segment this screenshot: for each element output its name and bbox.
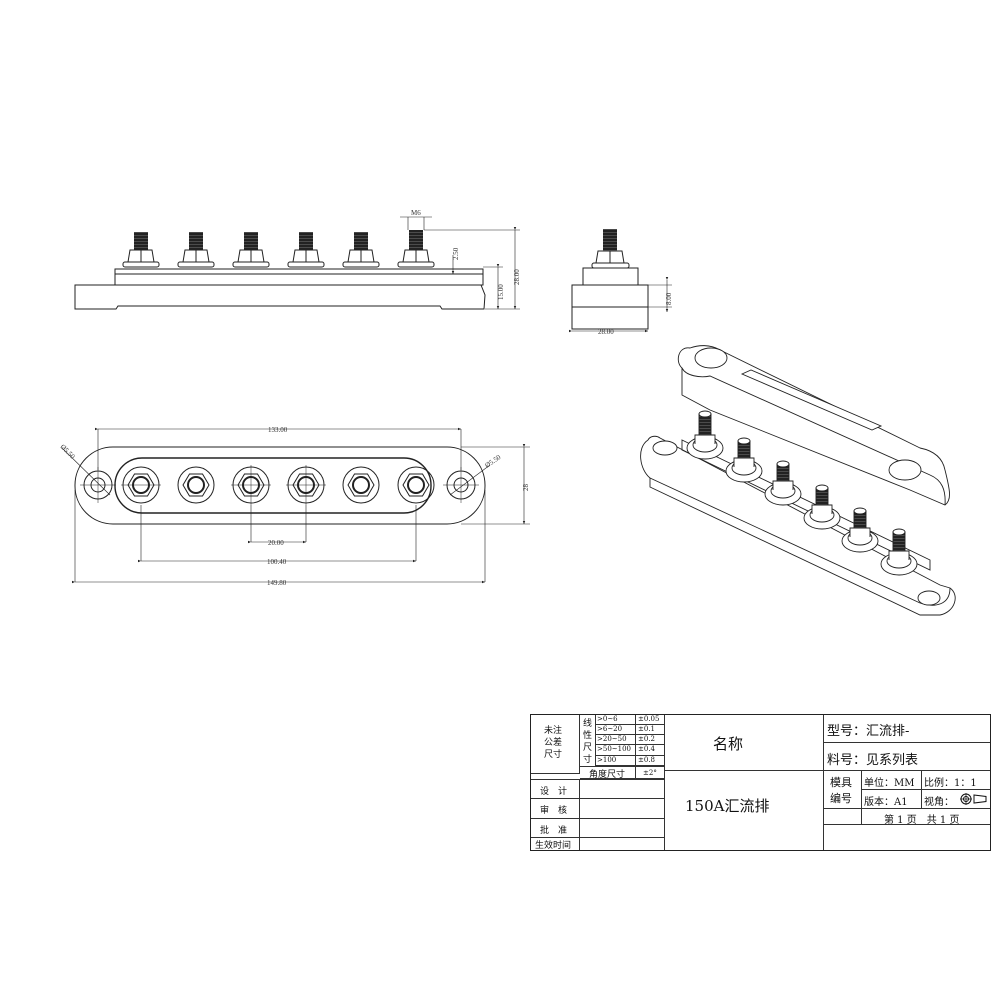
linear-char-1: 线 bbox=[583, 719, 593, 729]
linear-char-4: 寸 bbox=[583, 755, 593, 765]
approval-label: 批 准 bbox=[540, 826, 568, 836]
tol-value-4: ±0.4 bbox=[636, 745, 664, 756]
tol-value-text: ±0.05 bbox=[638, 715, 660, 723]
dim-hole-dia-right: Ø5.50 bbox=[484, 453, 503, 470]
linear-label-cell: 线 性 尺 寸 bbox=[580, 715, 596, 766]
dim-base-height: 15.00 bbox=[497, 284, 505, 300]
tol-range-text: >20~50 bbox=[597, 735, 627, 743]
approval-label: 审 核 bbox=[540, 806, 568, 816]
model-number: 型号：汇流排- bbox=[827, 724, 910, 739]
top-studs bbox=[122, 466, 435, 504]
angle-tol: ±2° bbox=[643, 769, 657, 777]
approval-effective-label: 生效时间 bbox=[531, 838, 580, 851]
version: 版本：A1 bbox=[864, 797, 908, 808]
front-view bbox=[74, 216, 520, 310]
tol-value-text: ±0.8 bbox=[638, 756, 655, 764]
view-angle-cell: 视角： bbox=[922, 790, 990, 809]
iso-studs bbox=[686, 410, 918, 576]
approval-review-label: 审 核 bbox=[531, 799, 580, 819]
tol-range-1: >0~6 bbox=[596, 715, 636, 725]
dim-nut-height: 2.50 bbox=[452, 247, 460, 260]
tol-value-5: ±0.8 bbox=[636, 756, 664, 766]
page-info: 第 1 页 共 1 页 bbox=[884, 815, 960, 826]
approval-design-value[interactable] bbox=[580, 779, 664, 799]
tol-value-text: ±0.1 bbox=[638, 725, 655, 733]
name-value-cell: 150A汇流排 bbox=[664, 771, 824, 850]
tol-value-text: ±0.2 bbox=[638, 735, 655, 743]
top-view bbox=[61, 427, 530, 584]
linear-char-3: 尺 bbox=[583, 743, 593, 753]
material-cell: 料号：见系列表 bbox=[824, 743, 990, 771]
mold-label-2: 编号 bbox=[830, 792, 852, 805]
tol-value-3: ±0.2 bbox=[636, 735, 664, 745]
side-view bbox=[569, 229, 672, 333]
tol-range-3: >20~50 bbox=[596, 735, 636, 745]
tolerance-label-2: 公差 bbox=[544, 738, 563, 748]
unit-cell: 单位：MM bbox=[862, 771, 922, 790]
approval-effective-value[interactable] bbox=[580, 838, 664, 850]
material-number: 料号：见系列表 bbox=[827, 753, 919, 768]
approval-design-label: 设 计 bbox=[531, 779, 580, 799]
dim-hole-spacing: 133.00 bbox=[268, 426, 288, 434]
tol-range-text: >100 bbox=[597, 756, 617, 764]
isometric-view bbox=[640, 345, 956, 616]
dim-total-height: 28.00 bbox=[513, 269, 521, 285]
dim-overall-length: 149.80 bbox=[267, 579, 287, 587]
part-name: 150A汇流排 bbox=[685, 797, 770, 815]
scale-cell: 比例：1：1 bbox=[922, 771, 990, 790]
unit: 单位：MM bbox=[864, 778, 915, 789]
mold-label-cell: 模具 编号 bbox=[824, 771, 862, 809]
tolerance-label-cell: 未注 公差 尺寸 bbox=[531, 715, 580, 774]
dim-side-base: 8.00 bbox=[665, 292, 673, 305]
front-terminals bbox=[122, 230, 435, 268]
mold-label-1: 模具 bbox=[830, 776, 852, 789]
blank-cell bbox=[824, 809, 862, 825]
tol-range-2: >6~20 bbox=[596, 725, 636, 735]
dim-overall-width: 28 bbox=[522, 484, 530, 492]
third-angle-projection-icon bbox=[960, 793, 987, 805]
title-block: 未注 公差 尺寸 线 性 尺 寸 >0~6 ±0.05 >6~20 ±0.1 >… bbox=[530, 714, 991, 851]
approval-label: 生效时间 bbox=[535, 841, 572, 851]
tol-range-5: >100 bbox=[596, 756, 636, 766]
tolerance-label-1: 未注 bbox=[544, 726, 563, 736]
tol-range-text: >6~20 bbox=[597, 725, 623, 733]
approval-approve-label: 批 准 bbox=[531, 819, 580, 838]
tolerance-label-3: 尺寸 bbox=[544, 750, 563, 760]
tol-value-2: ±0.1 bbox=[636, 725, 664, 735]
dim-stud-pitch: 20.00 bbox=[268, 539, 284, 547]
dim-stud-span: 100.40 bbox=[267, 558, 287, 566]
angle-label: 角度尺寸 bbox=[589, 770, 626, 780]
tol-range-text: >50~100 bbox=[597, 745, 631, 753]
scale: 比例：1：1 bbox=[924, 778, 977, 789]
view-angle: 视角： bbox=[924, 797, 954, 808]
angle-label-cell: 角度尺寸 bbox=[580, 766, 636, 780]
thread-label: M6 bbox=[411, 209, 421, 217]
dim-hole-dia-left: Ø5.50 bbox=[59, 443, 77, 461]
linear-char-2: 性 bbox=[583, 731, 593, 741]
approval-review-value[interactable] bbox=[580, 799, 664, 819]
model-cell: 型号：汇流排- bbox=[824, 715, 990, 743]
name-label-cell: 名称 bbox=[664, 715, 824, 771]
name-label: 名称 bbox=[713, 735, 744, 753]
tol-value-text: ±0.4 bbox=[638, 745, 655, 753]
angle-tol-cell: ±2° bbox=[636, 766, 664, 779]
tol-value-1: ±0.05 bbox=[636, 715, 664, 725]
approval-approve-value[interactable] bbox=[580, 819, 664, 838]
approval-label: 设 计 bbox=[540, 787, 568, 797]
dim-side-width: 28.00 bbox=[598, 328, 614, 336]
tol-range-4: >50~100 bbox=[596, 745, 636, 756]
tol-range-text: >0~6 bbox=[597, 715, 618, 723]
version-cell: 版本：A1 bbox=[862, 790, 922, 809]
page-cell: 第 1 页 共 1 页 bbox=[862, 809, 990, 826]
